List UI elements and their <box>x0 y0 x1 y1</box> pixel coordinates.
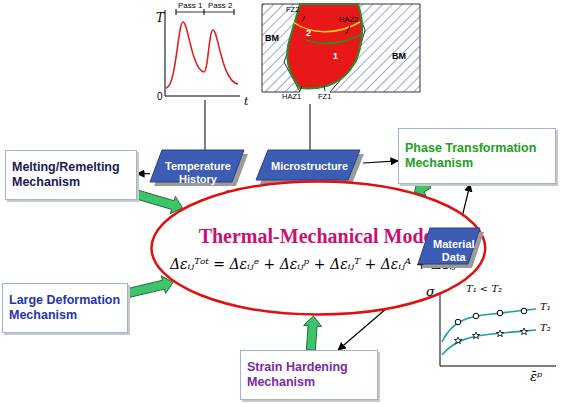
block-arrow <box>127 276 173 298</box>
parallelogram-fill <box>256 150 360 180</box>
weld-cross-section <box>262 4 420 150</box>
axis-label: σ <box>426 285 435 298</box>
zone-label: BM <box>265 34 279 43</box>
arrow-connector <box>363 161 398 163</box>
mechanism-box: Large Deformation Mechanism <box>2 283 128 333</box>
mechanism-box: Strain Hardening Mechanism <box>240 350 378 400</box>
curve-note: T₁ < T₂ <box>466 284 502 294</box>
node-label: Microstructure <box>271 160 348 173</box>
node-label: Temperature History <box>164 160 232 185</box>
node-label: Thermal-Mechanical Model <box>199 225 438 248</box>
axis-label: T <box>156 12 164 24</box>
curve-label: T₂ <box>540 323 551 333</box>
zone-label: HAZ2 <box>339 16 358 24</box>
block-arrow <box>304 316 322 350</box>
ellipse-outline <box>152 182 486 315</box>
zone-label: FZ1 <box>318 93 331 101</box>
node-label: Melting/Remelting Mechanism <box>12 160 130 190</box>
pass-label: Pass 2 <box>208 2 232 10</box>
node-label: Large Deformation Mechanism <box>9 293 121 323</box>
zone-label: HAZ1 <box>282 93 301 101</box>
arrow-connector <box>137 173 150 174</box>
axis-label: t <box>244 96 248 107</box>
block-arrow <box>136 190 183 214</box>
mechanism-box: Melting/Remelting Mechanism <box>5 150 137 200</box>
axis-origin: 0 <box>157 92 163 102</box>
node-label: Strain Hardening Mechanism <box>247 360 371 390</box>
temperature-plot <box>165 9 240 150</box>
stress-strain-plot <box>440 292 556 366</box>
input-parallelogram: Temperature History <box>150 150 246 195</box>
axis-label: ε̄ᵖ <box>530 370 542 383</box>
input-parallelogram: Microstructure <box>256 150 363 183</box>
pass-number: 2 <box>306 29 311 38</box>
mechanism-box: Phase Transformation Mechanism <box>398 128 556 184</box>
pass-number: 1 <box>333 52 338 61</box>
curve-label: T₁ <box>540 302 551 312</box>
node-label: Phase Transformation Mechanism <box>405 141 549 171</box>
node-label: Material Data <box>432 238 476 263</box>
zone-label: BM <box>392 52 406 61</box>
parallelogram-fill <box>418 228 480 264</box>
pass-label: Pass 1 <box>178 2 202 10</box>
input-parallelogram: Material Data <box>418 228 490 273</box>
zone-label: FZ2 <box>286 6 299 14</box>
